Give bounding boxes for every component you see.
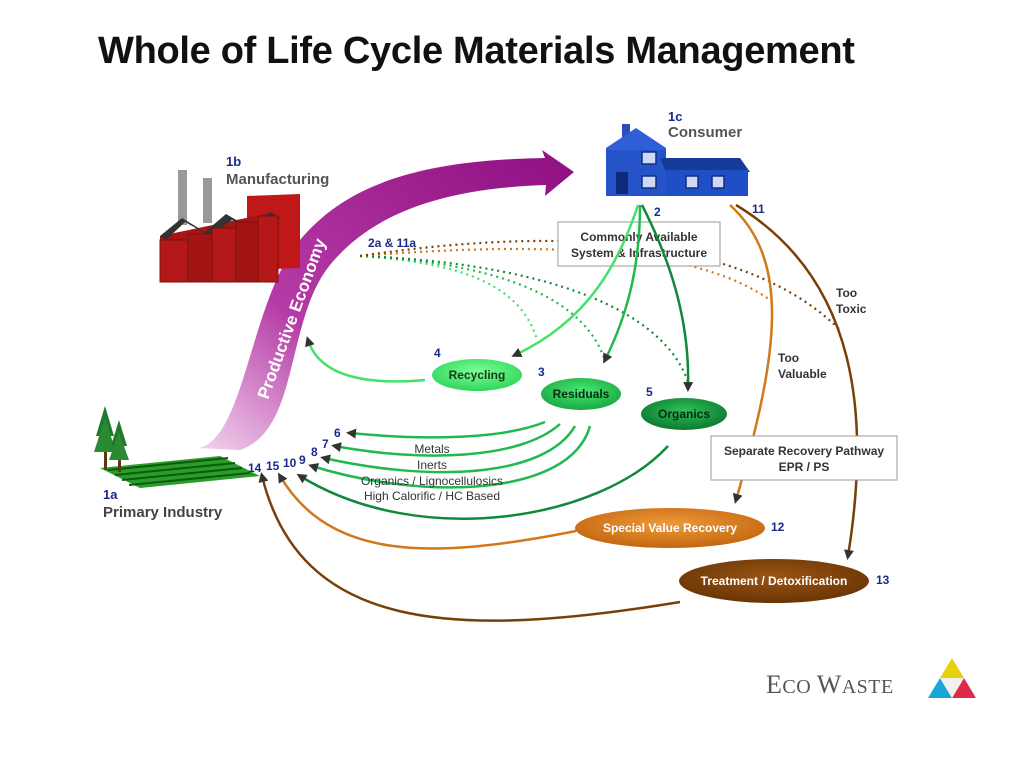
special-value-node [575, 508, 765, 548]
ecowaste-logo-mark [928, 658, 976, 698]
flow-2a-label: 2a & 11a [368, 236, 416, 250]
flow-11-label: 11 [752, 202, 765, 216]
infrastructure-line2: System & Infrastructure [571, 246, 707, 260]
treatment-label: Treatment / Detoxification [701, 574, 848, 588]
return-number-7: 7 [322, 437, 329, 451]
residual-output-flows [308, 420, 592, 489]
return-number-8: 8 [311, 445, 318, 459]
organics-number: 5 [646, 385, 653, 399]
output-metals: Metals [414, 442, 449, 456]
consumer-number: 1c [668, 109, 682, 124]
special-value-number: 12 [771, 520, 785, 534]
flow-2-label: 2 [654, 205, 661, 219]
consumer-label: Consumer [668, 124, 742, 141]
residuals-number: 3 [538, 365, 545, 379]
residuals-label: Residuals [553, 387, 610, 401]
separate-recovery-line2: EPR / PS [779, 460, 830, 474]
return-number-9: 9 [299, 453, 306, 467]
recycling-node [432, 359, 522, 391]
too-toxic-line1: Too [836, 286, 857, 300]
too-toxic-line2: Toxic [836, 302, 867, 316]
special-return-flow [277, 472, 577, 550]
output-organics: Organics / Lignocellulosics [361, 474, 503, 488]
primary-number: 1a [103, 487, 118, 502]
organics-node [641, 398, 727, 430]
output-inerts: Inerts [417, 458, 447, 472]
organics-label: Organics [658, 407, 710, 421]
productive-economy-arrow [198, 150, 574, 450]
tree-icon [94, 406, 129, 472]
recycling-label: Recycling [449, 368, 506, 382]
organics-return-flow [296, 445, 669, 520]
page-title: Whole of Life Cycle Materials Management [98, 30, 855, 72]
residuals-node [541, 378, 621, 410]
return-number-6: 6 [334, 426, 341, 440]
manufacturing-label: Manufacturing [226, 171, 329, 188]
house-icon [606, 124, 750, 196]
separate-recovery-box [710, 435, 898, 481]
factory-icon [159, 170, 300, 283]
ecowaste-logo: ECO WASTE [762, 656, 992, 708]
ecowaste-wordmark: ECO WASTE [766, 670, 894, 699]
treatment-node [679, 559, 869, 603]
special-value-label: Special Value Recovery [603, 521, 737, 535]
output-high-calorific: High Calorific / HC Based [364, 489, 500, 503]
treatment-number: 13 [876, 573, 890, 587]
return-number-14: 14 [248, 461, 262, 475]
field-icon [100, 456, 260, 488]
recycling-return-flow [305, 336, 426, 383]
too-valuable-line1: Too [778, 351, 799, 365]
primary-label: Primary Industry [103, 504, 223, 521]
manufacturing-number: 1b [226, 154, 241, 169]
return-number-10: 10 [283, 456, 297, 470]
return-number-15: 15 [266, 459, 280, 473]
recycling-number: 4 [434, 346, 441, 360]
treatment-return-flow [258, 472, 681, 622]
separate-recovery-line1: Separate Recovery Pathway [724, 444, 884, 458]
too-valuable-line2: Valuable [778, 367, 827, 381]
